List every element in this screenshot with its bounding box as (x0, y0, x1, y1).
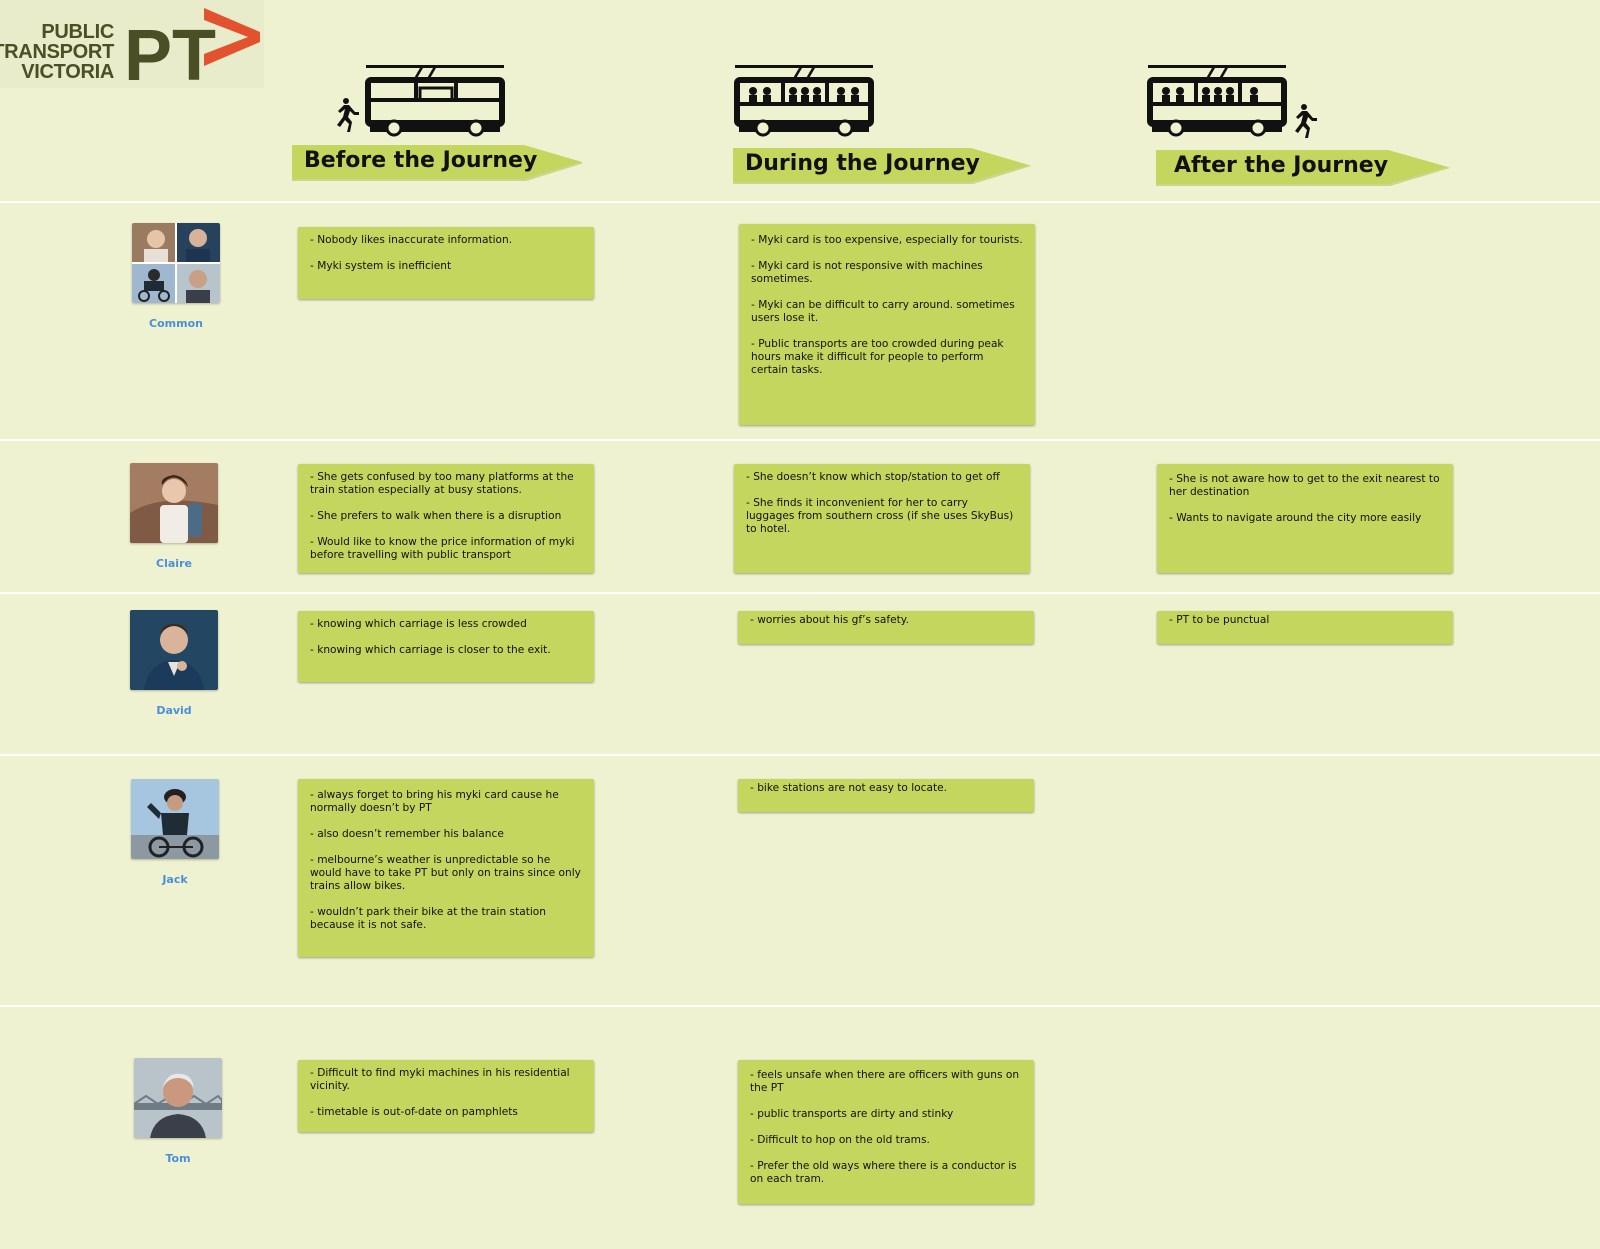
pain-point: - Prefer the old ways where there is a c… (750, 1160, 1017, 1185)
persona-jack: Jack (115, 779, 235, 886)
row-divider (0, 201, 1600, 203)
note-tom-during: - feels unsafe when there are officers w… (738, 1060, 1034, 1204)
pain-point: - Myki system is inefficient (310, 260, 452, 272)
stage-label-after: After the Journey (1174, 153, 1389, 178)
full-tram-icon (734, 65, 874, 137)
cyclist-avatar (131, 779, 219, 859)
note-david-after: - PT to be punctual (1157, 611, 1453, 644)
pain-point: - Wants to navigate around the city more… (1169, 512, 1422, 524)
logo-pt-text: PT (124, 16, 216, 86)
stage-banner-during: During the Journey (733, 146, 1033, 184)
pain-point: - She is not aware how to get to the exi… (1169, 473, 1440, 498)
note-claire-after: - She is not aware how to get to the exi… (1157, 464, 1453, 573)
note-tom-before: - Difficult to find myki machines in his… (298, 1060, 594, 1132)
pain-point: - Public transports are too crowded duri… (751, 338, 1004, 376)
pain-point: - knowing which carriage is less crowded (310, 618, 527, 630)
pain-point: - Nobody likes inaccurate information. (310, 234, 513, 246)
pain-point: - public transports are dirty and stinky (750, 1108, 954, 1120)
pain-point: - melbourne’s weather is unpredictable s… (310, 854, 581, 892)
note-claire-during: - She doesn’t know which stop/station to… (734, 464, 1030, 573)
note-common-before: - Nobody likes inaccurate information. -… (298, 227, 594, 299)
stage-label-during: During the Journey (745, 151, 980, 176)
note-jack-during: - bike stations are not easy to locate. (738, 779, 1034, 812)
logo-wordmark: PUBLIC TRANSPORT VICTORIA (0, 22, 114, 82)
stage-banner-before: Before the Journey (292, 143, 582, 181)
row-divider (0, 754, 1600, 756)
stage-label-before: Before the Journey (304, 148, 538, 173)
row-divider (0, 1005, 1600, 1007)
pain-point: - timetable is out-of-date on pamphlets (310, 1106, 518, 1118)
empty-tram-with-running-person-icon (337, 65, 505, 137)
pain-point: - Difficult to find myki machines in his… (310, 1067, 570, 1092)
logo-line-victoria: VICTORIA (21, 61, 114, 83)
note-david-during: - worries about his gf’s safety. (738, 611, 1034, 644)
persona-name: Claire (156, 557, 192, 570)
stage-header-during: During the Journey (717, 0, 1037, 200)
note-david-before: - knowing which carriage is less crowded… (298, 611, 594, 682)
persona-name: Common (149, 317, 203, 330)
man-in-suit-avatar (130, 610, 218, 690)
logo-line-transport: TRANSPORT (0, 41, 114, 63)
pain-point: - She finds it inconvenient for her to c… (746, 497, 1014, 535)
note-common-during: - Myki card is too expensive, especially… (739, 224, 1035, 425)
stage-header-before: Before the Journey (290, 0, 610, 200)
persona-common: Common (116, 223, 236, 330)
persona-name: David (156, 704, 192, 717)
persona-name: Jack (162, 873, 188, 886)
row-divider (0, 439, 1600, 441)
persona-tom: Tom (118, 1058, 238, 1165)
note-jack-before: - always forget to bring his myki card c… (298, 779, 594, 957)
pt-arrow-logo-mark: PT (124, 8, 260, 86)
pain-point: - She gets confused by too many platform… (310, 471, 574, 496)
pain-point: - Difficult to hop on the old trams. (750, 1134, 930, 1146)
pain-point: - Myki card is too expensive, especially… (751, 234, 1023, 246)
pain-point: - worries about his gf’s safety. (750, 614, 909, 626)
pain-point: - She doesn’t know which stop/station to… (746, 471, 1000, 483)
logo-line-public: PUBLIC (41, 21, 114, 43)
pain-point: - bike stations are not easy to locate. (750, 782, 948, 794)
group-collage-avatar (132, 223, 220, 303)
woman-backpacker-avatar (130, 463, 218, 543)
stage-header-after: After the Journey (1130, 0, 1450, 200)
persona-david: David (114, 610, 234, 717)
row-divider (0, 592, 1600, 594)
pain-point: - Myki card is not responsive with machi… (751, 260, 983, 285)
persona-name: Tom (165, 1152, 191, 1165)
pain-point: - always forget to bring his myki card c… (310, 789, 559, 814)
elderly-man-avatar (134, 1058, 222, 1138)
stage-banner-after: After the Journey (1156, 148, 1456, 186)
pain-point: - Would like to know the price informati… (310, 536, 575, 561)
pain-point: - feels unsafe when there are officers w… (750, 1069, 1020, 1094)
ptv-logo: PUBLIC TRANSPORT VICTORIA PT (0, 0, 264, 88)
pain-point: - She prefers to walk when there is a di… (310, 510, 562, 522)
pain-point: - Myki can be difficult to carry around.… (751, 299, 1015, 324)
full-tram-with-person-leaving-icon (1147, 65, 1317, 138)
pain-point: - PT to be punctual (1169, 614, 1270, 626)
pain-point: - also doesn’t remember his balance (310, 828, 504, 840)
note-claire-before: - She gets confused by too many platform… (298, 464, 594, 573)
persona-claire: Claire (114, 463, 234, 570)
pain-point: - knowing which carriage is closer to th… (310, 644, 551, 656)
pain-point: - wouldn’t park their bike at the train … (310, 906, 547, 931)
